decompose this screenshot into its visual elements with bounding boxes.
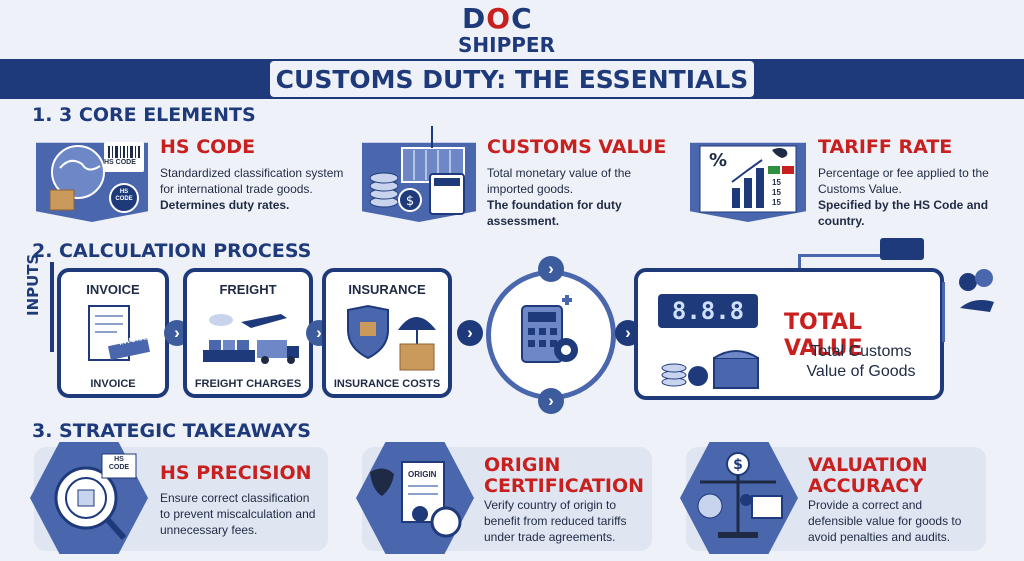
hs-precision-tag: HS CODE — [108, 456, 130, 471]
freight-card-label: FREIGHT CHARGES — [194, 378, 302, 390]
banknote-icon — [880, 238, 924, 260]
logo-shipper: SHIPPER — [458, 33, 555, 57]
arrow-right-icon: › — [457, 320, 483, 346]
connector-line — [798, 254, 880, 257]
hs-code-badge: HS CODE — [104, 159, 136, 166]
scale-icon: $ — [697, 452, 783, 538]
tariff-chart-icon: % — [699, 145, 797, 213]
origin-tag: ORIGIN — [408, 470, 437, 479]
certificate-compass-icon — [370, 461, 462, 538]
hs-precision-title: HS PRECISION — [160, 462, 312, 484]
logo-doc: DOC — [462, 2, 533, 35]
customs-value-title: CUSTOMS VALUE — [487, 136, 667, 158]
coins-chest-icon — [661, 350, 759, 389]
insurance-card: INSURANCE INSURANCE COSTS — [322, 268, 452, 398]
valuation-title: VALUATION ACCURACY — [808, 454, 928, 497]
svg-text:%: % — [709, 150, 727, 171]
globe-icon — [49, 142, 144, 213]
section1-heading: 1. 3 CORE ELEMENTS — [32, 104, 256, 126]
customs-value-desc: Total monetary value of the imported goo… — [487, 166, 632, 228]
calculator-gear-icon — [521, 295, 578, 363]
origin-title: ORIGIN CERTIFICATION — [484, 454, 645, 497]
connector-line — [942, 282, 945, 342]
svg-text:$: $ — [733, 457, 743, 473]
freight-card: FREIGHT FREIGHT CHARGES — [183, 268, 313, 398]
hs-precision-desc: Ensure correct classification to prevent… — [160, 491, 316, 537]
origin-desc: Verify country of origin to benefit from… — [484, 498, 627, 544]
brand-logo: DOC SHIPPER — [0, 0, 1024, 58]
shield-umbrella-icon — [347, 304, 436, 371]
tariff-rate-desc: Percentage or fee applied to the Customs… — [818, 166, 989, 228]
ship-plane-truck-icon — [203, 314, 299, 364]
page-title: CUSTOMS DUTY: THE ESSENTIALS — [270, 61, 754, 97]
svg-text:$: $ — [406, 194, 414, 209]
hs-code-title: HS CODE — [160, 136, 256, 158]
tariff-rate-title: TARIFF RATE — [818, 136, 953, 158]
invoice-card: INVOICE INVOICE INVOICE — [57, 268, 169, 398]
section3-heading: 3. STRATEGIC TAKEAWAYS — [32, 420, 311, 442]
total-value-title: TOTAL VALUE — [784, 310, 863, 361]
hand-coins-icon — [959, 269, 994, 312]
digital-display: 8.8.8 — [658, 294, 758, 328]
hs-code-desc: Standardized classification system for i… — [160, 166, 344, 212]
magnifier-target-icon — [54, 453, 137, 540]
hs-code-seal: HS CODE — [115, 189, 133, 202]
arrow-down-icon: › — [538, 256, 564, 282]
arrow-down-icon: › — [538, 388, 564, 414]
connector-line — [798, 254, 801, 268]
total-value-subtitle: Total Customs Value of Goods — [806, 343, 916, 380]
inputs-bracket — [50, 262, 54, 352]
invoice-card-label: INVOICE — [90, 378, 136, 390]
container-coins-icon: $ — [369, 126, 465, 215]
total-value-card: 8.8.8 TOTAL VALUE Total Customs Value of… — [634, 268, 944, 400]
section2-heading: 2. CALCULATION PROCESS — [32, 240, 312, 262]
insurance-card-title: INSURANCE — [348, 282, 426, 297]
invoice-document-icon — [88, 305, 151, 361]
valuation-desc: Provide a correct and defensible value f… — [808, 498, 962, 544]
invoice-card-title: INVOICE — [86, 282, 140, 297]
inputs-label: INPUTS — [24, 253, 42, 316]
insurance-card-label: INSURANCE COSTS — [333, 378, 441, 390]
freight-card-title: FREIGHT — [219, 282, 277, 297]
